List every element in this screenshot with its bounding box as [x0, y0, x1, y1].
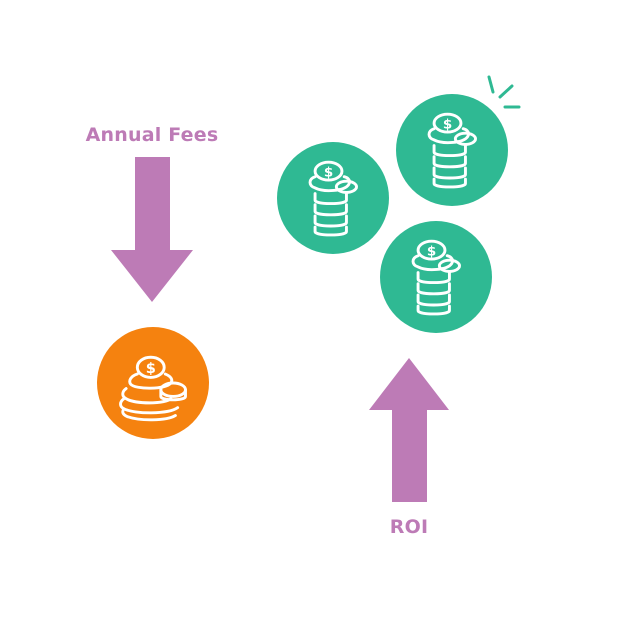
roi-coin-left: $ [277, 142, 389, 254]
svg-text:$: $ [146, 360, 156, 377]
roi-label: ROI [389, 516, 429, 538]
svg-text:$: $ [443, 118, 452, 133]
coin-stack-icon: $ [308, 160, 358, 237]
roi-coin-top-right: $ [396, 94, 508, 206]
svg-text:$: $ [427, 245, 436, 260]
fee-coin: $ [97, 327, 209, 439]
down-arrow [111, 157, 193, 302]
annual-fees-label: Annual Fees [85, 124, 219, 146]
up-arrow [369, 358, 449, 502]
svg-text:$: $ [324, 166, 333, 181]
coin-stack-icon: $ [119, 355, 187, 422]
coin-stack-icon: $ [427, 112, 477, 189]
roi-coin-bottom: $ [380, 221, 492, 333]
sparkle-icon [487, 75, 521, 109]
coin-stack-icon: $ [411, 239, 461, 316]
